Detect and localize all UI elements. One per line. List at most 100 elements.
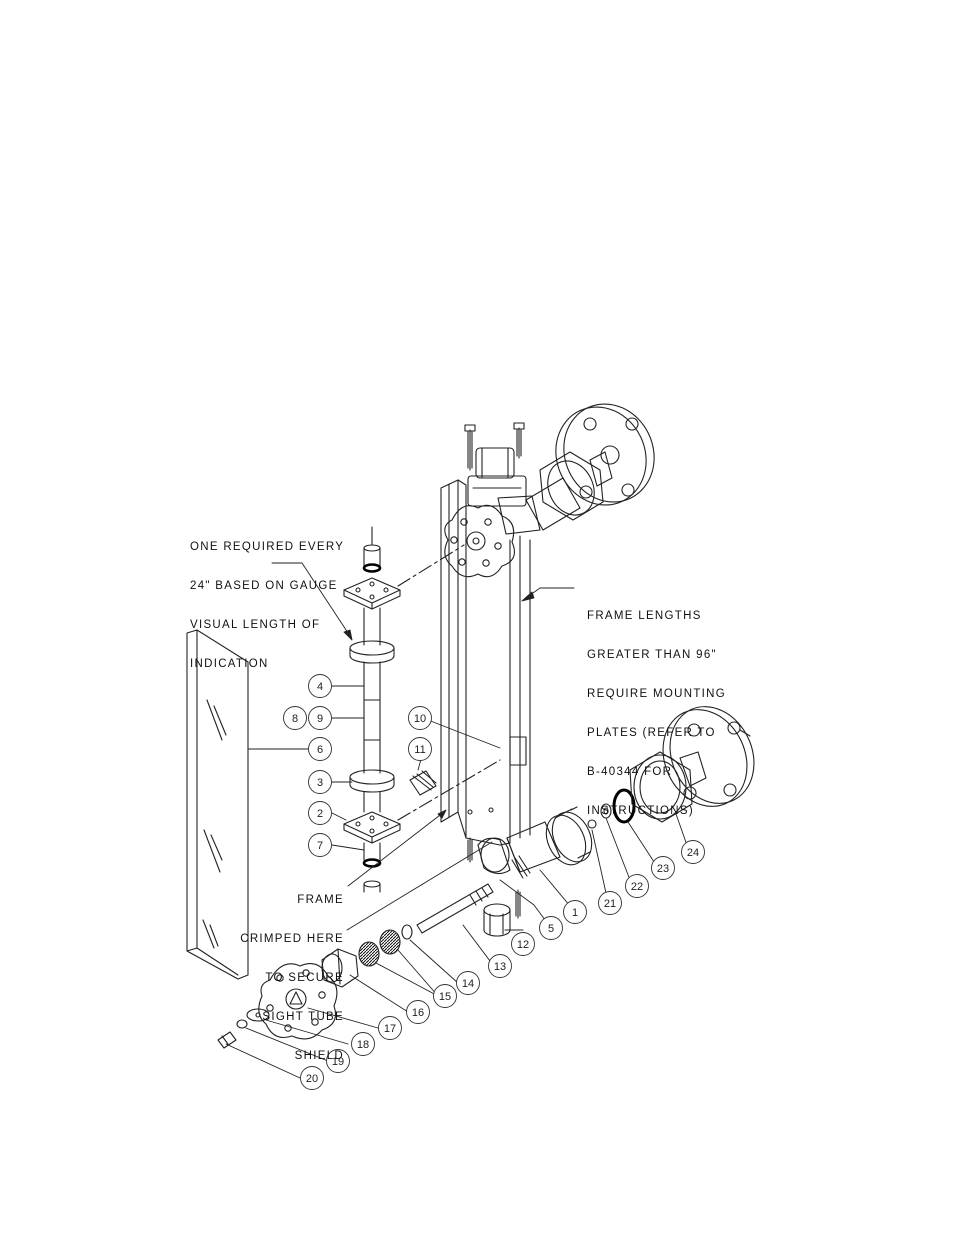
mounting-note-line: 24" BASED ON GAUGE [190,580,338,592]
balloon-label: 11 [414,744,425,756]
balloon-label: 23 [657,863,669,875]
balloon-label: 22 [631,881,643,893]
balloon-label: 19 [332,1056,344,1068]
bottom-union-21-24 [587,706,755,829]
balloon-circle [308,770,332,794]
item-balloon-6: 6 [308,737,332,761]
frame-length-note-line: REQUIRE MOUNTING [587,688,726,700]
balloon-circle [511,932,535,956]
balloon-label: 3 [317,777,323,789]
balloon-label: 8 [292,713,298,725]
packing-14-15 [358,924,413,967]
balloon-label: 9 [317,713,323,725]
crimp-note-line: CRIMPED HERE [240,933,344,945]
balloon-label: 13 [494,961,506,973]
balloon-circle [651,856,675,880]
balloon-label: 4 [317,681,323,693]
crimp-note: FRAME CRIMPED HERE TO SECURE SIGHT TUBE … [236,868,344,1076]
balloon-label: 24 [687,847,699,859]
balloon-label: 16 [412,1007,424,1019]
mounting-note-line: ONE REQUIRED EVERY [190,541,345,553]
item-balloon-17: 17 [378,1016,402,1040]
balloon-circle [308,706,332,730]
item-balloon-12: 12 [511,932,535,956]
balloon-circle [283,706,307,730]
item-balloon-11: 11 [408,737,432,761]
item-balloon-14: 14 [456,971,480,995]
item-balloon-13: 13 [488,954,512,978]
balloon-circle [681,840,705,864]
item-balloon-10: 10 [408,706,432,730]
mounting-note-line: INDICATION [190,658,269,670]
balloon-circle [300,1066,324,1090]
balloon-circle [625,874,649,898]
mounting-note-line: VISUAL LENGTH OF [190,619,321,631]
centerline-lower [397,759,501,821]
item-balloon-5: 5 [539,916,563,940]
crimp-note-line: TO SECURE [265,972,344,984]
frame-length-note-line: GREATER THAN 96" [587,649,717,661]
item-balloon-23: 23 [651,856,675,880]
balloon-label: 17 [384,1023,396,1035]
balloon-circle [408,737,432,761]
balloon-label: 21 [604,898,616,910]
top-union-and-flange [525,403,655,531]
item-balloon-19: 19 [326,1049,350,1073]
frame-length-note: FRAME LENGTHS GREATER THAN 96" REQUIRE M… [587,584,726,831]
balloon-circle [488,954,512,978]
balloon-label: 14 [462,978,474,990]
crimp-note-line: FRAME [297,894,344,906]
balloon-circle [378,1016,402,1040]
balloon-circle [351,1032,375,1056]
item-balloon-18: 18 [351,1032,375,1056]
balloon-circle [308,674,332,698]
item-balloon-2: 2 [308,801,332,825]
top-handwheel [444,504,515,578]
item-balloon-8: 8 [283,706,307,730]
item-balloon-24: 24 [681,840,705,864]
item-balloon-16: 16 [406,1000,430,1024]
hardware-18-19-20 [217,1008,270,1049]
frame-length-note-line: INSTRUCTIONS) [587,805,694,817]
balloon-label: 10 [414,713,426,725]
item-balloon-1: 1 [563,900,587,924]
glass-shield [186,629,249,980]
balloon-label: 18 [357,1039,369,1051]
balloon-circle [326,1049,350,1073]
balloon-label: 2 [317,808,323,820]
top-valve-body [464,422,541,535]
frame-length-note-line: PLATES (REFER TO [587,727,716,739]
balloon-circle [408,706,432,730]
leader-lines [225,562,689,1079]
balloon-label: 5 [548,923,554,935]
mounting-note: ONE REQUIRED EVERY 24" BASED ON GAUGE VI… [190,515,344,684]
crimp-note-line: SIGHT TUBE [262,1011,344,1023]
balloon-circle [308,833,332,857]
sight-tube-assembly [343,526,401,893]
balloon-label: 7 [317,840,323,852]
balloon-label: 6 [317,744,323,756]
item-balloon-20: 20 [300,1066,324,1090]
balloon-label: 20 [306,1073,318,1085]
crimp-note-line: SHIELD [294,1050,344,1062]
balloon-label: 12 [517,939,529,951]
balloon-circle [456,971,480,995]
balloon-circle [598,891,622,915]
balloon-circle [563,900,587,924]
item-balloon-22: 22 [625,874,649,898]
balloon-circle [406,1000,430,1024]
balloon-label: 15 [439,991,451,1003]
item-balloon-4: 4 [308,674,332,698]
valve-stem-13 [416,883,494,934]
item-balloon-3: 3 [308,770,332,794]
balloon-circle [539,916,563,940]
packing-nut-12 [483,903,511,937]
balloon-circle [433,984,457,1008]
item-balloon-7: 7 [308,833,332,857]
frame-length-note-line: FRAME LENGTHS [587,610,702,622]
balloon-circle [308,801,332,825]
bottom-handwheel-17 [258,963,338,1040]
